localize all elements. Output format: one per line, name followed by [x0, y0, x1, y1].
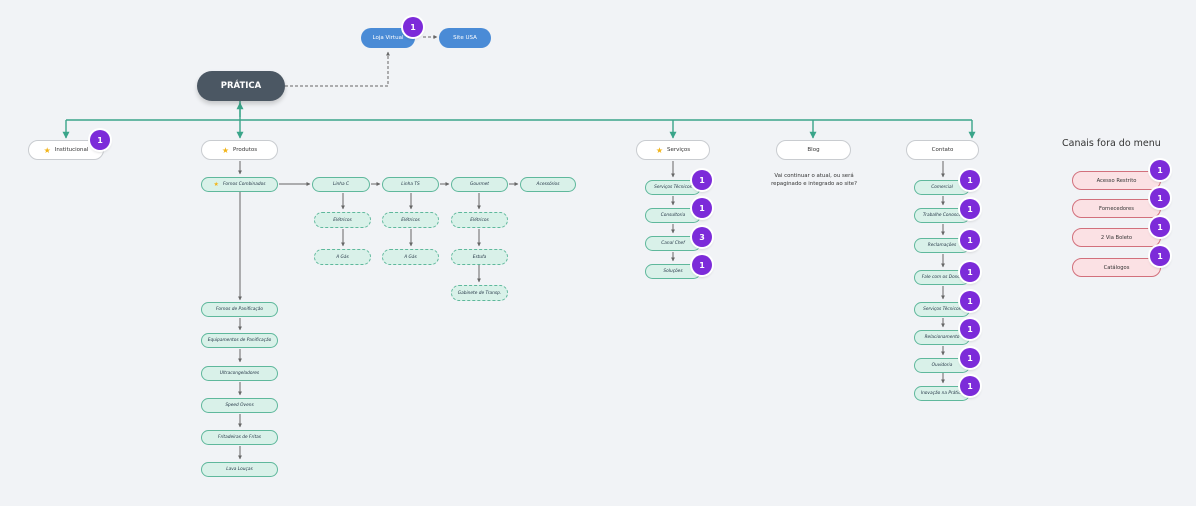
- category-produtos: ★Produtos: [201, 140, 278, 160]
- servico-item: Soluções: [645, 264, 701, 279]
- linha-c-eletricos: Elétricos: [314, 212, 371, 228]
- blog-note-line-1: Vai continuar o atual, ou será: [774, 173, 854, 179]
- category-servicos: ★Serviços: [636, 140, 710, 160]
- acessorios-node: Acessórios: [520, 177, 576, 192]
- loja-badge: 1: [403, 17, 423, 37]
- contato-badge: 1: [960, 170, 980, 190]
- linha-ts-eletricos: Elétricos: [382, 212, 439, 228]
- canal-item: Catálogos: [1072, 258, 1161, 277]
- site-usa-node: Site USA: [439, 28, 491, 48]
- contato-badge: 1: [960, 291, 980, 311]
- canais-title: Canais fora do menu: [1062, 138, 1161, 149]
- gourmet-eletricos: Elétricos: [451, 212, 508, 228]
- produto-equipamentos-panificacao: Equipamentos de Panificação: [201, 333, 278, 348]
- loja-virtual-node: Loja Virtual: [361, 28, 415, 48]
- star-icon: ★: [655, 145, 663, 155]
- linha-ts-gas: A Gás: [382, 249, 439, 265]
- produto-label: Fornos Combinados: [222, 182, 266, 187]
- produto-fornos-panificacao: Fornos de Panificação: [201, 302, 278, 317]
- canal-item: Fornecedores: [1072, 199, 1161, 218]
- contato-item: Reclamações: [914, 238, 970, 253]
- gourmet-node: Gourmet: [451, 177, 508, 192]
- blog-note-line-2: repaginado e integrado ao site?: [771, 180, 857, 187]
- category-institucional: ★Institucional: [28, 140, 104, 160]
- linha-ts-node: Linha TS: [382, 177, 439, 192]
- contato-badge: 1: [960, 348, 980, 368]
- linha-c-node: Linha C: [312, 177, 370, 192]
- canal-badge: 1: [1150, 246, 1170, 266]
- servico-badge: 1: [692, 170, 712, 190]
- produto-lava-loucas: Lava Louças: [201, 462, 278, 477]
- contato-badge: 1: [960, 230, 980, 250]
- servico-badge: 1: [692, 198, 712, 218]
- contato-badge: 1: [960, 262, 980, 282]
- category-label: Produtos: [233, 147, 258, 153]
- category-blog: Blog: [776, 140, 851, 160]
- servico-item: Consultoria: [645, 208, 701, 223]
- produto-fritadeiras: Fritadeiras de Fritas: [201, 430, 278, 445]
- canal-item: 2 Via Boleto: [1072, 228, 1161, 247]
- contato-badge: 1: [960, 376, 980, 396]
- canal-item: Acesso Restrito: [1072, 171, 1161, 190]
- produto-fornos-combinados: ★Fornos Combinados: [201, 177, 278, 192]
- category-contato: Contato: [906, 140, 979, 160]
- servico-badge: 3: [692, 227, 712, 247]
- category-label: Institucional: [54, 147, 89, 153]
- category-label: Serviços: [666, 147, 691, 153]
- star-icon: ★: [221, 145, 230, 155]
- star-icon: ★: [43, 145, 51, 155]
- canal-badge: 1: [1150, 188, 1170, 208]
- star-icon: ★: [213, 181, 219, 188]
- contato-badge: 1: [960, 319, 980, 339]
- gourmet-gabinete: Gabinete de Transp.: [451, 285, 508, 301]
- linha-c-gas: A Gás: [314, 249, 371, 265]
- gourmet-estufa: Estufa: [451, 249, 508, 265]
- produto-ultracongeladores: Ultracongeladores: [201, 366, 278, 381]
- institucional-badge: 1: [90, 130, 110, 150]
- canal-badge: 1: [1150, 160, 1170, 180]
- servico-badge: 1: [692, 255, 712, 275]
- canal-badge: 1: [1150, 217, 1170, 237]
- contato-badge: 1: [960, 199, 980, 219]
- main-node-pratica: PRÁTICA: [197, 71, 285, 101]
- produto-speed-ovens: Speed Ovens: [201, 398, 278, 413]
- blog-note: Vai continuar o atual, ou será repaginad…: [760, 173, 868, 189]
